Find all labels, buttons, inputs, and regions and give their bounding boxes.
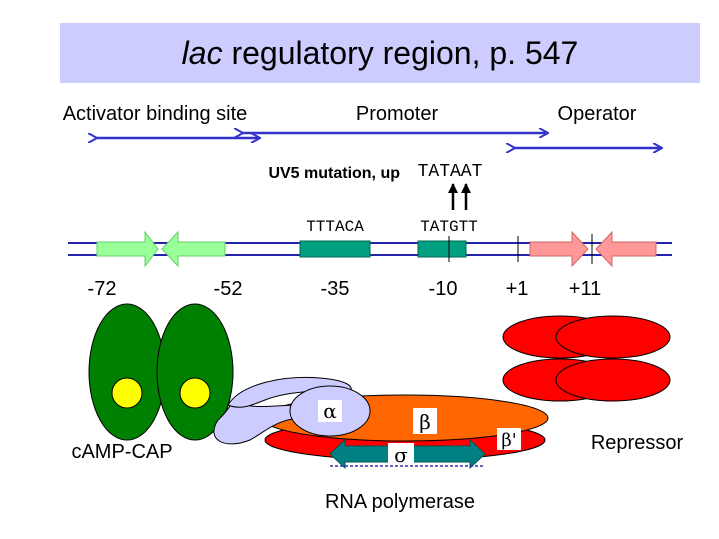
position-label: -10 [429, 278, 458, 300]
alpha-label: α [323, 399, 337, 423]
camp-molecule-right [179, 377, 211, 409]
position-label: +1 [506, 278, 529, 300]
title-italic: lac [181, 35, 223, 71]
cap-site-left-arrow [161, 230, 226, 268]
operator-label: Operator [558, 103, 637, 125]
minus35-sequence: TTTACA [306, 218, 364, 236]
sigma-label-bg [388, 443, 414, 467]
uv5-sequence: TATAAT [418, 162, 483, 182]
cap-label: cAMP-CAP [71, 441, 172, 463]
slide-title: lac regulatory region, p. 547 [60, 23, 700, 83]
minus35-box [299, 240, 371, 258]
position-label: +11 [569, 278, 601, 300]
repressor-subunit [555, 315, 671, 359]
repressor-label: Repressor [591, 432, 684, 454]
rna-polymerase-label: RNA polymerase [325, 491, 475, 513]
beta-label-bg [413, 408, 437, 434]
repressor-subunit [555, 358, 671, 402]
cap-site-right-arrow [96, 230, 159, 268]
beta-prime-label-bg [497, 428, 521, 450]
alpha-label-bg [318, 400, 342, 422]
beta-label: β [419, 410, 431, 434]
cap-subunit-left [88, 303, 166, 441]
minus10-box [417, 240, 467, 258]
promoter-label: Promoter [356, 103, 439, 125]
operator-left-arrow [595, 230, 657, 268]
minus10-sequence: TATGTT [420, 218, 478, 236]
position-label: -72 [88, 278, 117, 300]
camp-molecule-left [111, 377, 143, 409]
sigma-label: σ [394, 443, 408, 467]
beta-prime-label: β' [501, 430, 516, 451]
position-label: -52 [214, 278, 243, 300]
title-bar [60, 23, 700, 83]
uv5-mutation-label: UV5 mutation, up [268, 165, 400, 182]
position-label: -35 [321, 278, 350, 300]
title-rest: regulatory region, p. 547 [222, 35, 579, 71]
cap-subunit-right [156, 303, 234, 441]
operator-right-arrow [529, 230, 589, 268]
activator-label: Activator binding site [63, 103, 248, 125]
